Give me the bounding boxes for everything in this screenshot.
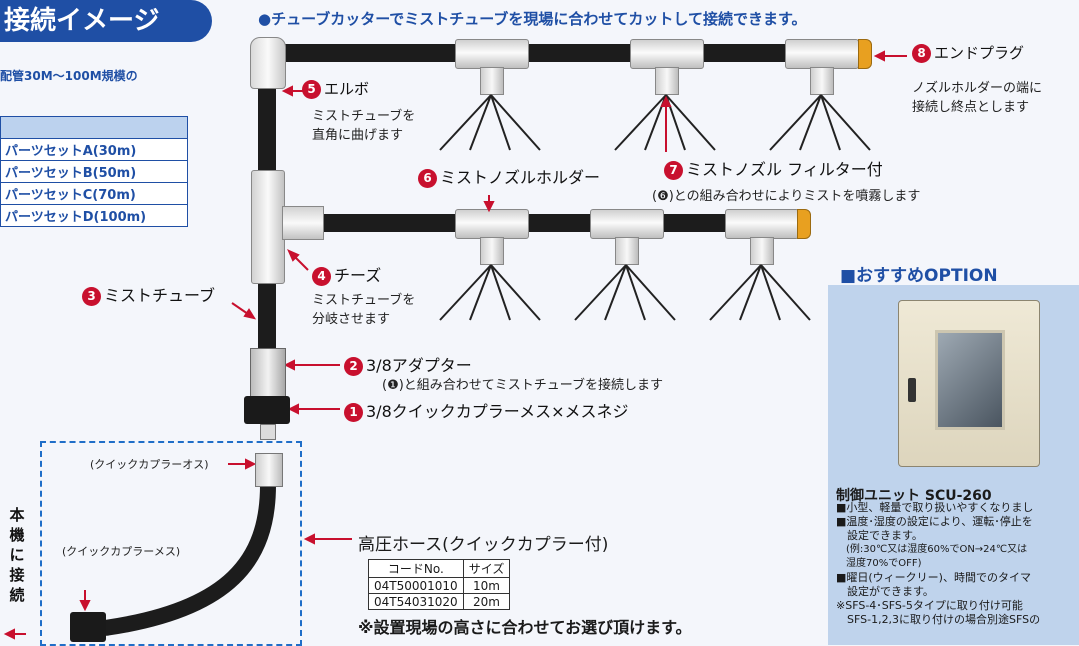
hose-note: ※設置現場の高さに合わせてお選び頂けます。 bbox=[358, 618, 692, 637]
high-pressure-hose bbox=[103, 484, 276, 636]
nozzle-holder bbox=[785, 39, 859, 69]
option-desc-line: (例:30℃又は湿度60%でON→24℃又は bbox=[836, 544, 1028, 555]
part-2-desc: (❶)と組み合わせてミストチューブを接続します bbox=[382, 378, 664, 393]
quick-coupler-female bbox=[244, 396, 290, 424]
option-desc-line: 設定ができます。 bbox=[836, 585, 934, 598]
part-7-desc: (❻)との組み合わせによりミストを噴霧します bbox=[652, 189, 921, 204]
part-8-number: 8 bbox=[912, 44, 931, 63]
nozzle-stem bbox=[480, 67, 504, 95]
option-title: ■おすすめOPTION bbox=[840, 266, 998, 286]
part-4-desc-1: ミストチューブを bbox=[312, 293, 416, 308]
hose-coupler-male bbox=[255, 453, 283, 487]
option-desc-line: 設定できます。 bbox=[836, 529, 923, 542]
part-6-number: 6 bbox=[418, 169, 437, 188]
end-plug bbox=[797, 209, 811, 239]
nozzle-stem bbox=[615, 237, 639, 265]
part-2-number: 2 bbox=[344, 357, 363, 376]
nozzle-stem bbox=[750, 237, 774, 265]
part-4-desc-2: 分岐させます bbox=[312, 312, 391, 327]
part-5-number: 5 bbox=[302, 80, 321, 99]
nozzle-holder bbox=[455, 209, 529, 239]
part-4-number: 4 bbox=[312, 267, 331, 286]
header-note: ●チューブカッターでミストチューブを現場に合わせてカットして接続できます。 bbox=[258, 10, 807, 28]
part-1-number: 1 bbox=[344, 403, 363, 422]
nozzle-holder bbox=[630, 39, 704, 69]
end-plug bbox=[858, 39, 872, 69]
connect-to-unit-text: 本 機 に 接 続 bbox=[9, 506, 25, 604]
option-product-name: 制御ユニット SCU-260 bbox=[836, 488, 992, 504]
option-desc-line: 湿度70%でOFF) bbox=[836, 558, 922, 569]
table-row: 04T54031020 20m bbox=[368, 593, 511, 610]
control-unit-handle bbox=[908, 378, 916, 402]
nozzle-holder bbox=[590, 209, 664, 239]
table-row: パーツセットC(70m) bbox=[0, 182, 188, 205]
nozzle-stem bbox=[655, 67, 679, 95]
hose-male-label: (クイックカプラーオス) bbox=[90, 458, 209, 471]
part-8-desc-1: ノズルホルダーの端に bbox=[912, 81, 1043, 96]
tee-fitting-branch bbox=[282, 206, 324, 240]
left-note: 配管30M〜100M規模の bbox=[0, 69, 138, 83]
table-row: 04T50001010 10m bbox=[368, 577, 511, 594]
hose-label: 高圧ホース(クイックカプラー付) bbox=[358, 535, 609, 555]
part-8-desc-2: 接続し終点とします bbox=[912, 100, 1030, 115]
option-desc-line: ※SFS-4･SFS-5タイプに取り付け可能 bbox=[836, 599, 1023, 612]
nozzle-stem bbox=[480, 237, 504, 265]
coupler-stem bbox=[260, 424, 276, 440]
hose-code-table: コードNo. サイズ 04T50001010 10m 04T54031020 2… bbox=[368, 559, 511, 610]
hose-female-label: (クイックカプラーメス) bbox=[62, 545, 181, 558]
part-5-desc-1: ミストチューブを bbox=[312, 109, 416, 124]
option-desc-line: ■小型、軽量で取り扱いやすくなりまし bbox=[836, 501, 1034, 514]
parts-set-table: パーツセットA(30m) パーツセットB(50m) パーツセットC(70m) パ… bbox=[0, 116, 188, 227]
option-desc-line: ■曜日(ウィークリー)、時間でのタイマ bbox=[836, 571, 1031, 584]
mist-tube-middle bbox=[270, 214, 798, 232]
table-row: パーツセットD(100m) bbox=[0, 204, 188, 227]
page-title: 接続イメージ bbox=[0, 0, 212, 42]
hose-coupler-female bbox=[70, 612, 106, 642]
control-unit-window bbox=[935, 330, 1005, 430]
elbow-fitting bbox=[250, 37, 286, 89]
nozzle-stem bbox=[810, 67, 834, 95]
part-3-number: 3 bbox=[82, 287, 101, 306]
option-desc-line: SFS-1,2,3に取り付けの場合別途SFSの bbox=[836, 613, 1041, 626]
table-header: サイズ bbox=[462, 559, 511, 578]
table-header: コードNo. bbox=[368, 559, 464, 578]
option-desc-line: ■温度･湿度の設定により、運転･停止を bbox=[836, 515, 1033, 528]
part-7-number: 7 bbox=[664, 161, 683, 180]
table-header-blank bbox=[0, 116, 188, 139]
mist-tube-top bbox=[270, 44, 860, 62]
part-5-desc-2: 直角に曲げます bbox=[312, 128, 404, 143]
adapter-fitting bbox=[250, 348, 286, 398]
